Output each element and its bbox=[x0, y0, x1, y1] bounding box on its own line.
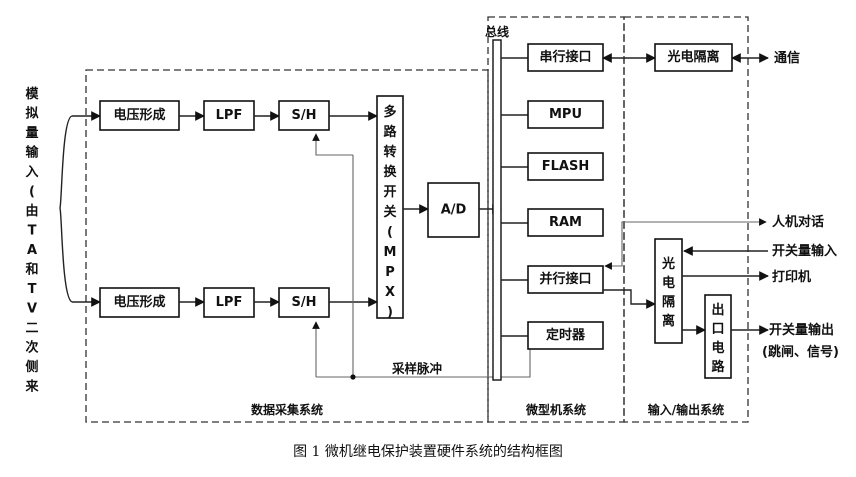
optical-isolation-right-block bbox=[654, 238, 683, 344]
switch-output-detail: (跳闸、信号) bbox=[762, 344, 839, 360]
io-system-label: 输入/输出系统 bbox=[648, 402, 724, 417]
voltage-forming-top-label: 电压形成 bbox=[113, 107, 165, 123]
flash-block bbox=[527, 152, 604, 181]
lpf-bottom-label: LPF bbox=[216, 295, 243, 310]
mpx-block bbox=[376, 95, 404, 319]
timer-label: 定时器 bbox=[545, 327, 586, 343]
input-brace bbox=[59, 115, 73, 303]
ad-converter-block bbox=[427, 182, 480, 238]
bus-label: 总线 bbox=[485, 24, 509, 39]
optical-isolation-right-label: 光电隔离 bbox=[661, 256, 675, 329]
parallel-interface-label: 并行接口 bbox=[539, 271, 591, 287]
mpu-label: MPU bbox=[549, 107, 582, 122]
serial-interface-block bbox=[527, 43, 604, 72]
switch-output-label: 开关量输出 bbox=[769, 322, 834, 338]
micro-system-boundary bbox=[487, 16, 625, 423]
flash-label: FLASH bbox=[542, 159, 589, 174]
lpf-top-label: LPF bbox=[216, 108, 243, 123]
sh-bottom-label: S/H bbox=[292, 295, 317, 310]
switch-input-label: 开关量输入 bbox=[772, 243, 837, 259]
figure-caption: 图 1 微机继电保护装置硬件系统的结构框图 bbox=[293, 444, 563, 460]
sh-bottom-block bbox=[278, 287, 330, 318]
parallel-interface-block bbox=[527, 265, 604, 294]
acquisition-system-label: 数据采集系统 bbox=[251, 402, 323, 417]
ad-converter-label: A/D bbox=[441, 203, 467, 218]
sample-pulse-label: 采样脉冲 bbox=[391, 361, 442, 376]
printer-label: 打印机 bbox=[772, 269, 811, 285]
system-bus bbox=[492, 39, 502, 381]
hmi-label: 人机对话 bbox=[772, 214, 824, 230]
micro-system-label: 微型机系统 bbox=[525, 402, 586, 417]
sh-top-label: S/H bbox=[292, 108, 317, 123]
voltage-forming-bottom-block bbox=[99, 287, 180, 318]
output-circuit-label: 出口电路 bbox=[711, 302, 725, 375]
ram-label: RAM bbox=[549, 215, 582, 230]
ram-block bbox=[527, 208, 604, 237]
io-system-boundary bbox=[623, 16, 749, 423]
mpu-block bbox=[527, 100, 604, 129]
serial-interface-label: 串行接口 bbox=[539, 49, 591, 65]
optical-isolation-top-label: 光电隔离 bbox=[666, 49, 719, 65]
output-circuit-block bbox=[704, 294, 732, 379]
comm-label: 通信 bbox=[774, 50, 800, 66]
voltage-forming-bottom-label: 电压形成 bbox=[113, 294, 165, 310]
timer-block bbox=[527, 321, 604, 350]
voltage-forming-top-block bbox=[99, 100, 180, 131]
